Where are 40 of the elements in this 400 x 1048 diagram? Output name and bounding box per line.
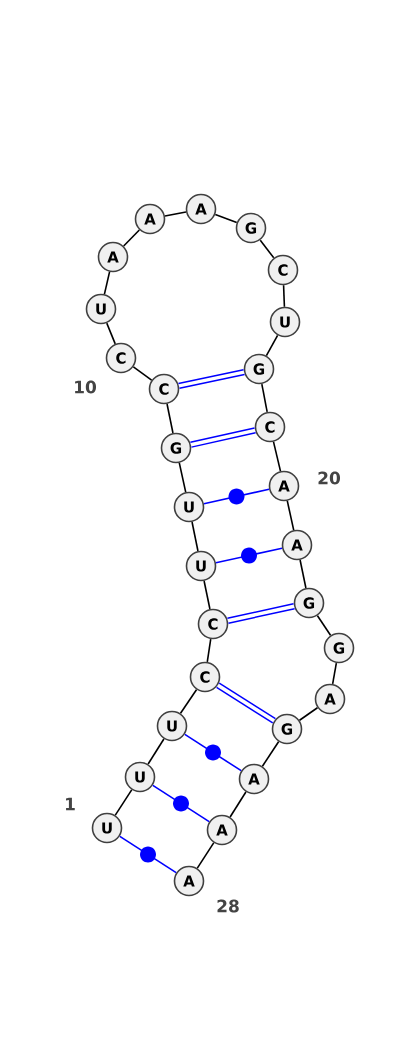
backbone-line [147, 738, 165, 765]
position-number: 20 [318, 471, 340, 485]
backbone-line [265, 334, 279, 357]
backbone-line [196, 842, 215, 869]
backbone-line [164, 211, 187, 217]
base-pair-line [215, 547, 283, 564]
backbone-line [259, 239, 275, 259]
backbone-line [261, 383, 268, 413]
backbone-line [206, 638, 212, 663]
backbone-line [179, 688, 198, 715]
backbone-line [282, 284, 286, 308]
backbone-line [132, 366, 153, 381]
backbone-line [103, 271, 111, 295]
backbone-line [191, 521, 199, 552]
base-pair-line [184, 733, 242, 772]
backbone-line [272, 441, 282, 472]
backbone-line [331, 662, 338, 685]
backbone-line [214, 213, 238, 224]
backbone-line [299, 559, 307, 589]
base-pair-line [119, 835, 177, 874]
base-pair-line [216, 682, 276, 724]
backbone-line [261, 740, 280, 768]
backbone-line [114, 789, 133, 816]
backbone-line [166, 403, 174, 434]
backbone-line [229, 791, 247, 818]
base-pair-line [178, 368, 245, 390]
position-number: 10 [75, 380, 96, 394]
backbone-line [298, 706, 319, 722]
base-pair-line [190, 427, 256, 448]
backbone-line [178, 462, 187, 493]
position-number: 28 [217, 899, 239, 913]
backbone-line [106, 322, 116, 345]
position-number: 1 [66, 797, 75, 811]
backbone-line [122, 229, 141, 247]
base-pair-line [203, 488, 270, 505]
base-pair-line [152, 784, 210, 823]
base-pair-line [227, 603, 295, 624]
backbone-line [286, 500, 295, 531]
backbone-line [316, 614, 332, 637]
backbone-line [203, 580, 211, 610]
